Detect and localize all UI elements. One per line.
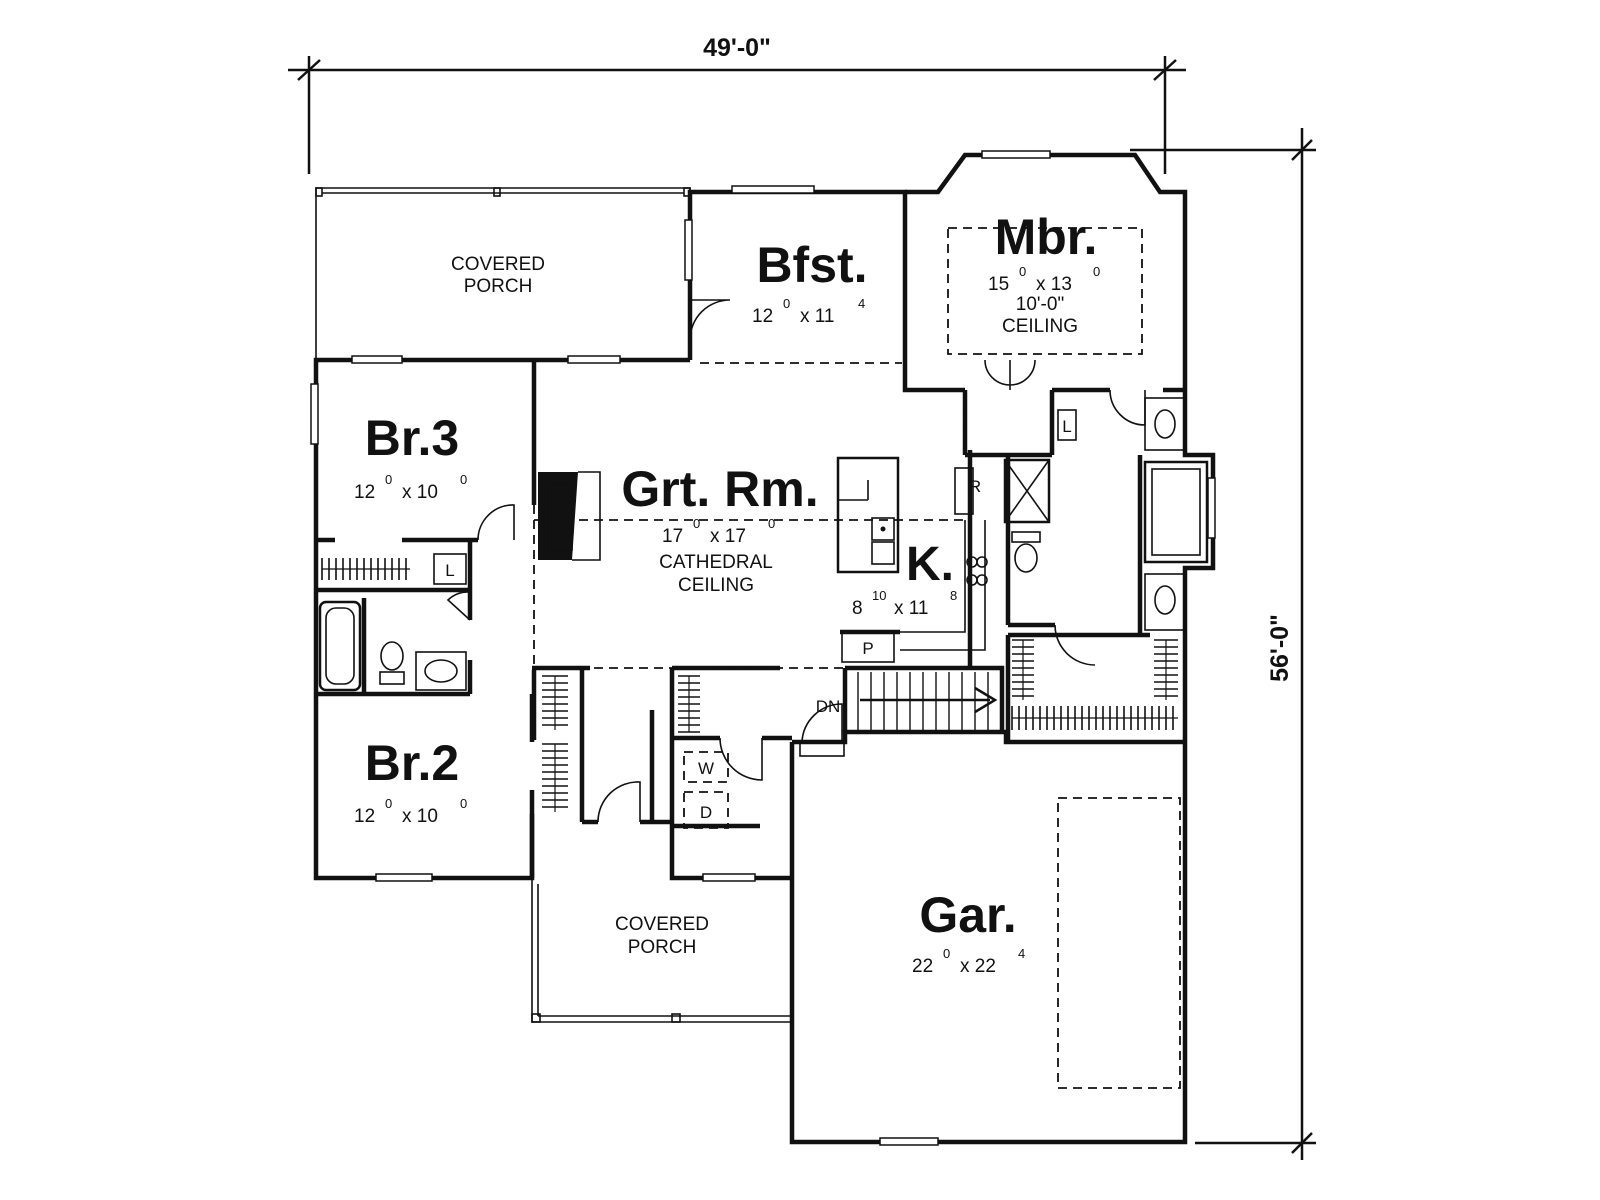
svg-text:x 17: x 17 bbox=[710, 526, 746, 547]
svg-text:8: 8 bbox=[950, 588, 957, 603]
svg-text:15: 15 bbox=[988, 274, 1009, 295]
windows bbox=[310, 150, 1216, 1146]
master-ceiling-label: CEILING bbox=[1002, 316, 1078, 337]
br3-size: 12 0 x 10 0 bbox=[354, 472, 467, 503]
kitchen-size: 8 10 x 11 8 bbox=[852, 588, 957, 619]
stairs bbox=[857, 672, 998, 730]
great-room-ceiling-label: CEILING bbox=[678, 575, 754, 596]
svg-text:12: 12 bbox=[354, 482, 375, 503]
svg-text:x 22: x 22 bbox=[960, 956, 996, 977]
exterior-walls bbox=[313, 152, 1216, 1145]
svg-text:x 11: x 11 bbox=[894, 598, 929, 619]
master-ceiling-height: 10'-0" bbox=[1016, 294, 1064, 315]
overall-width-dimension bbox=[288, 56, 1186, 174]
svg-text:0: 0 bbox=[460, 796, 467, 811]
overall-depth-dimension bbox=[1130, 128, 1316, 1160]
linen-closet-tag-br3: L bbox=[445, 561, 454, 580]
svg-text:0: 0 bbox=[385, 796, 392, 811]
master-name: Mbr. bbox=[995, 209, 1098, 265]
stairs-down-tag: DN bbox=[816, 697, 841, 716]
rear-porch-outline bbox=[315, 187, 691, 362]
svg-text:0: 0 bbox=[783, 296, 790, 311]
svg-text:0: 0 bbox=[768, 516, 775, 531]
linen-closet-tag-master: L bbox=[1062, 417, 1071, 436]
front-porch-label-line1: COVERED bbox=[615, 914, 709, 935]
dashed-lines bbox=[533, 227, 1181, 1089]
svg-text:10: 10 bbox=[872, 588, 886, 603]
svg-text:22: 22 bbox=[912, 956, 933, 977]
svg-text:17: 17 bbox=[662, 526, 683, 547]
rear-porch-label-line1: COVERED bbox=[451, 254, 545, 275]
svg-text:0: 0 bbox=[1019, 264, 1026, 279]
dryer-tag: D bbox=[700, 803, 712, 822]
great-room-ceiling-type: CATHEDRAL bbox=[659, 552, 773, 573]
garage-name: Gar. bbox=[919, 887, 1016, 943]
washer-tag: W bbox=[698, 759, 714, 778]
pantry-tag: P bbox=[862, 639, 873, 658]
br2-size: 12 0 x 10 0 bbox=[354, 796, 467, 827]
rear-porch-label-line2: PORCH bbox=[464, 276, 533, 297]
br3-name: Br.3 bbox=[365, 410, 460, 466]
br2-name: Br.2 bbox=[365, 735, 460, 791]
closet-rods bbox=[321, 558, 1178, 812]
svg-text:0: 0 bbox=[693, 516, 700, 531]
svg-text:4: 4 bbox=[858, 296, 865, 311]
garage-size: 22 0 x 22 4 bbox=[912, 946, 1025, 977]
svg-text:0: 0 bbox=[460, 472, 467, 487]
overall-width-label: 49'-0" bbox=[703, 34, 771, 62]
svg-text:x 13: x 13 bbox=[1036, 274, 1072, 295]
overall-depth-label: 56'-0" bbox=[1266, 614, 1294, 682]
breakfast-name: Bfst. bbox=[756, 237, 867, 293]
kitchen-name: K. bbox=[906, 538, 954, 591]
svg-text:x 11: x 11 bbox=[800, 306, 835, 327]
svg-text:0: 0 bbox=[1093, 264, 1100, 279]
svg-text:8: 8 bbox=[852, 598, 863, 619]
great-room-size: 17 0 x 17 0 bbox=[662, 516, 775, 547]
svg-text:x 10: x 10 bbox=[402, 482, 438, 503]
breakfast-size: 12 0 x 11 4 bbox=[752, 296, 865, 327]
interior-walls bbox=[316, 362, 1185, 829]
svg-text:12: 12 bbox=[752, 306, 773, 327]
master-size: 15 0 x 13 0 bbox=[988, 264, 1100, 295]
svg-text:0: 0 bbox=[385, 472, 392, 487]
svg-text:x 10: x 10 bbox=[402, 806, 438, 827]
svg-text:4: 4 bbox=[1018, 946, 1025, 961]
svg-text:0: 0 bbox=[943, 946, 950, 961]
fixtures bbox=[318, 397, 1209, 829]
refrigerator-tag: R bbox=[969, 477, 981, 496]
doors bbox=[446, 299, 1146, 823]
front-porch-label-line2: PORCH bbox=[628, 937, 697, 958]
svg-text:12: 12 bbox=[354, 806, 375, 827]
great-room-name: Grt. Rm. bbox=[621, 461, 818, 517]
front-porch-outline bbox=[531, 878, 792, 1023]
